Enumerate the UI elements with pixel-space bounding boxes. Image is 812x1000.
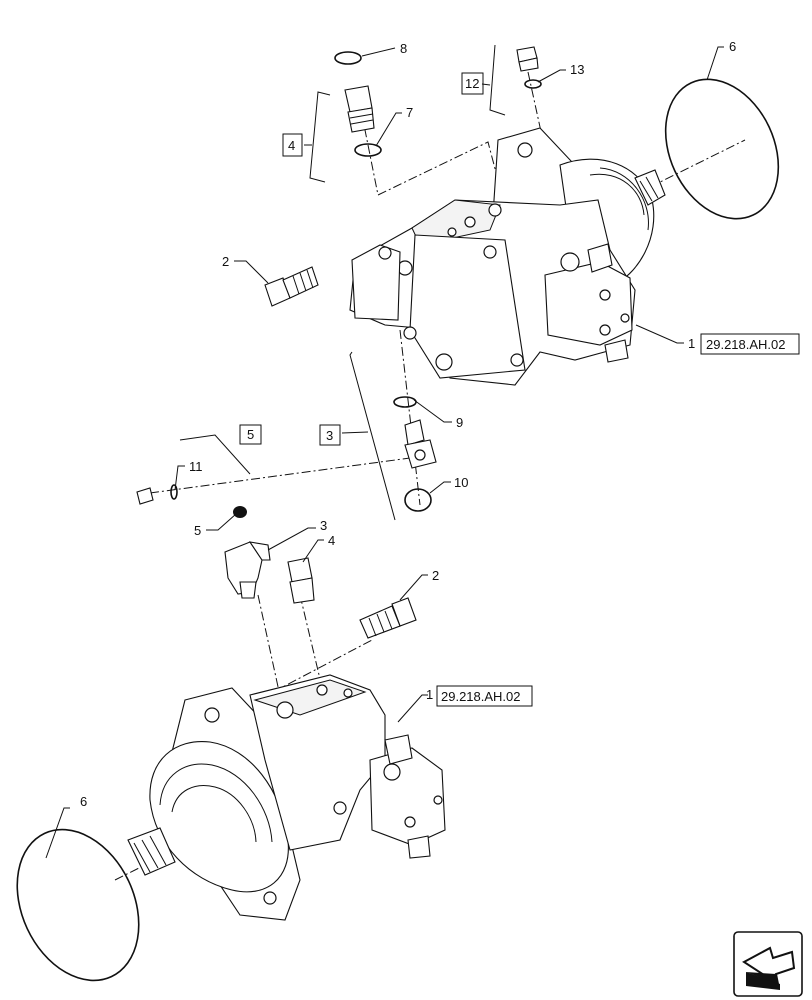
upper-large-o-ring (664, 78, 780, 220)
callout-fitting-group-box: 3 (326, 428, 333, 443)
boxed-callouts: 4 12 3 5 29.218.AH.02 29.218.AH.02 (239, 72, 800, 707)
top-cap-seal (524, 79, 542, 89)
leader-lines (45, 46, 724, 859)
callout-elbow-item: 3 (320, 518, 327, 533)
lower-large-o-ring (16, 828, 140, 982)
upper-mounting-bolt (264, 266, 319, 307)
callout-upper-o-ring-large: 6 (729, 39, 736, 54)
callout-lower-o-ring-large: 6 (80, 794, 87, 809)
lower-hydraulic-motor (127, 674, 446, 921)
dust-cap (233, 506, 247, 518)
side-plug (136, 484, 178, 505)
callout-cap-item: 5 (194, 523, 201, 538)
callout-adapter-item: 4 (328, 533, 335, 548)
top-o-ring-upper (334, 51, 362, 65)
callout-upper-bolt: 2 (222, 254, 229, 269)
callout-mid-o-ring-upper: 9 (456, 415, 463, 430)
top-cap-plug (516, 46, 539, 72)
mid-o-ring-lower (404, 488, 432, 512)
callout-lower-bolt: 2 (432, 568, 439, 583)
callout-cap-group-box: 12 (465, 76, 479, 91)
adapter-fitting (287, 557, 315, 604)
mid-fitting (404, 419, 437, 469)
lower-motor-reference: 29.218.AH.02 (441, 689, 521, 704)
callout-mid-o-ring-lower: 10 (454, 475, 468, 490)
callout-lower-motor: 1 (426, 687, 433, 702)
lower-mounting-bolt (359, 597, 417, 639)
callout-cap-seal: 13 (570, 62, 584, 77)
callout-top-o-ring-lower: 7 (406, 105, 413, 120)
callout-plug-group-box: 5 (247, 427, 254, 442)
top-adapter-fitting (344, 85, 375, 133)
callout-upper-motor: 1 (688, 336, 695, 351)
callout-plug-seal: 11 (189, 459, 203, 474)
callout-top-fitting-box: 4 (288, 138, 295, 153)
top-o-ring-lower (354, 143, 382, 157)
mid-o-ring-upper (393, 396, 417, 408)
elbow-fitting (224, 541, 271, 599)
callout-top-o-ring-upper: 8 (400, 41, 407, 56)
upper-hydraulic-motor (349, 127, 666, 386)
upper-motor-reference: 29.218.AH.02 (706, 337, 786, 352)
orientation-arrow-icon (733, 931, 803, 997)
group-brackets (179, 44, 506, 521)
callout-labels: 8 7 13 6 2 1 9 10 11 5 3 4 2 1 6 (80, 39, 736, 809)
